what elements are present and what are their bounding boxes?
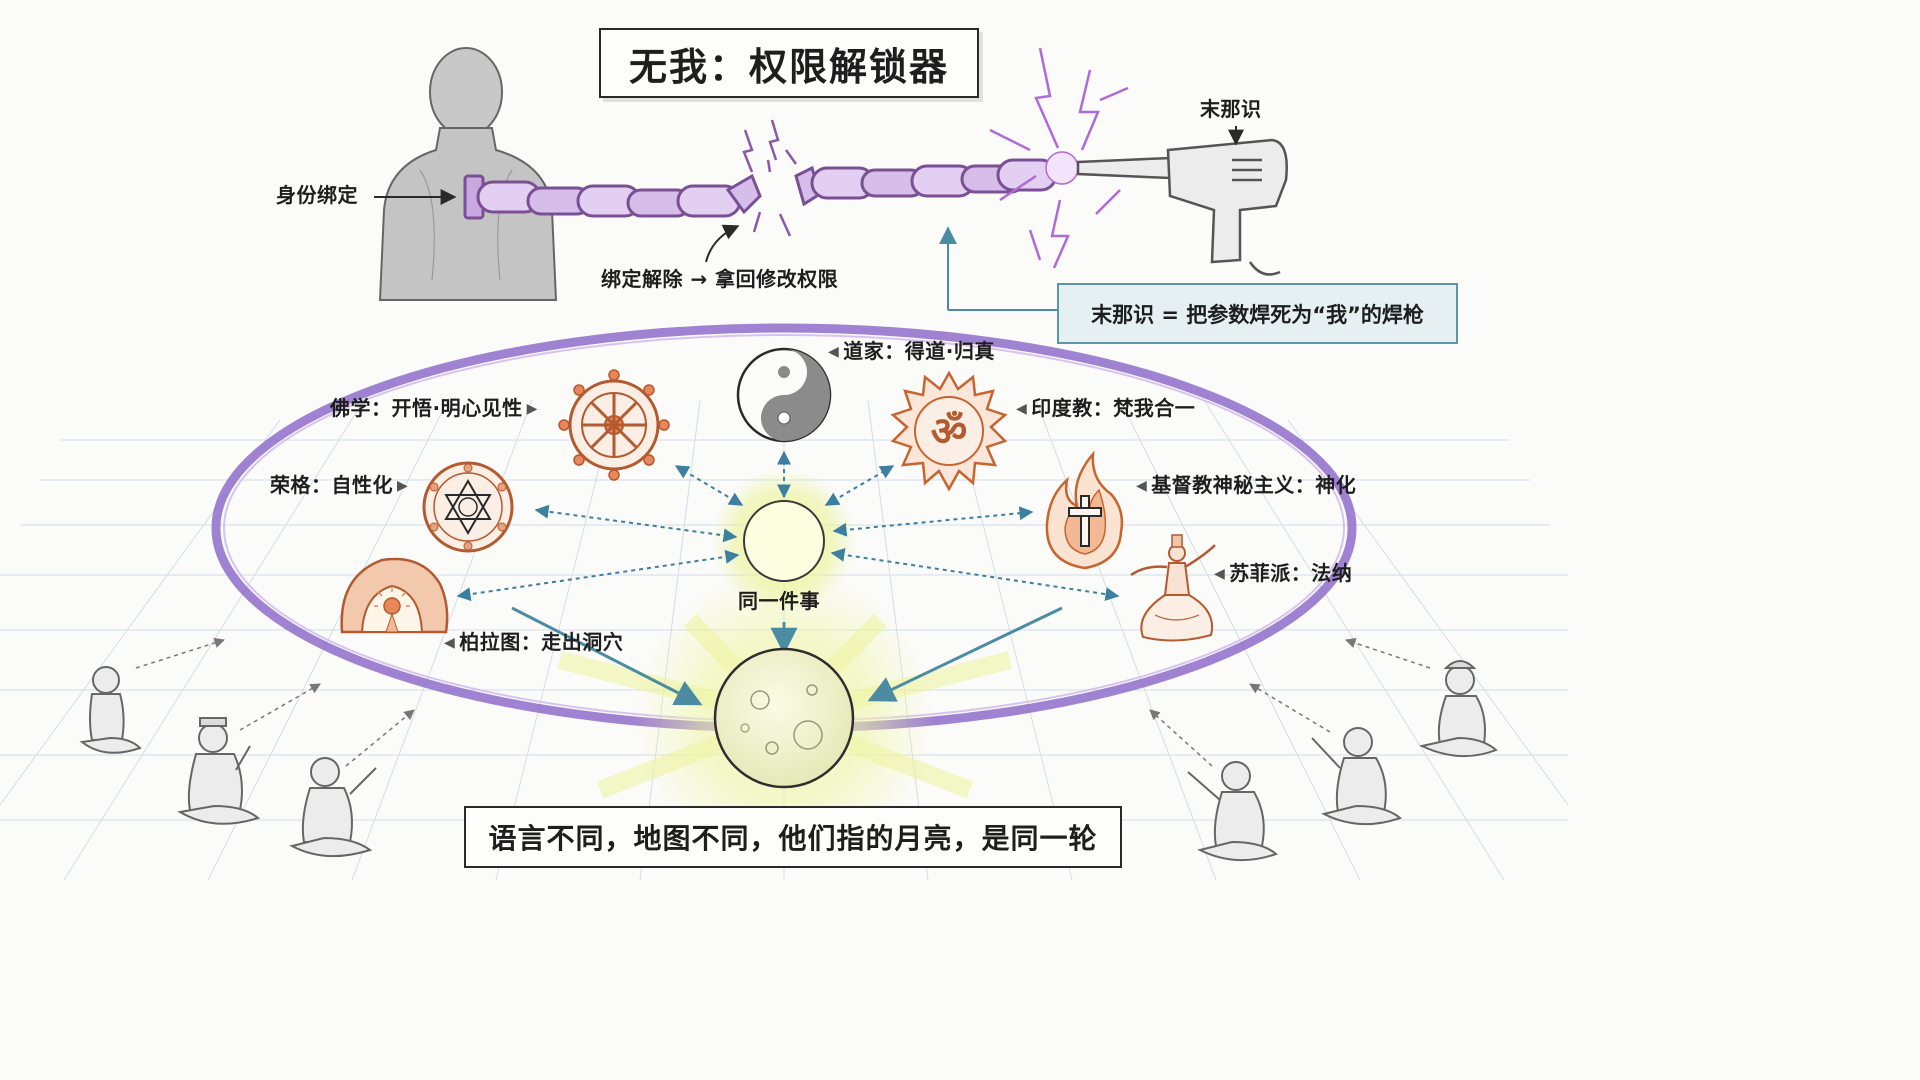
cave-icon [340,557,449,634]
label-jung: 荣格：自性化▶ [270,473,409,497]
label-buddhism-text: 佛学：开悟·明心见性 [330,396,523,420]
whirling-dervish-icon [1130,534,1216,642]
connection-arrows [456,450,1120,602]
person-silhouette-icon [378,47,558,301]
label-daoism: ◀道家：得道·归真 [828,339,995,363]
diagram-canvas: ॐ [0,47,1568,880]
electric-spark-icon [989,47,1129,269]
chain-icon [463,173,762,220]
label-hinduism-text: 印度教：梵我合一 [1031,396,1196,420]
bottom-caption: 语言不同，地图不同，他们指的月亮，是同一轮 [488,822,1098,855]
label-christian: ◀基督教神秘主义：神化 [1136,473,1357,497]
seated-sage-icon [79,660,1498,862]
yin-yang-icon [736,347,832,443]
label-jung-text: 荣格：自性化 [270,473,393,497]
manas-note: 末那识 = 把参数焊死为“我”的焊枪 [1057,283,1458,344]
label-daoism-text: 道家：得道·归真 [843,339,995,363]
break-spark-icon [742,119,798,237]
bottom-caption-box: 语言不同，地图不同，他们指的月亮，是同一轮 [464,806,1122,868]
release-label: 绑定解除 → 拿回修改权限 [601,267,839,291]
dharma-wheel-icon [558,369,670,481]
chain-icon [794,158,1058,207]
welding-gun-icon [1076,138,1288,276]
label-hinduism: ◀印度教：梵我合一 [1016,396,1196,420]
glowing-orb-icon [743,500,825,582]
label-plato-text: 柏拉图：走出洞穴 [459,630,624,654]
page-title: 无我：权限解锁器 [628,44,949,89]
center-label: 同一件事 [738,589,820,613]
manas-note-text: 末那识 = 把参数焊死为“我”的焊枪 [1091,302,1424,327]
title-box: 无我：权限解锁器 [599,28,979,98]
identity-label: 身份绑定 [276,183,358,207]
label-sufi: ◀苏菲派：法纳 [1214,561,1353,585]
star-of-david-mandala-icon [422,461,514,553]
flame-cross-icon [1045,450,1124,570]
label-buddhism: 佛学：开悟·明心见性▶ [330,396,538,420]
om-glyph: ॐ [931,409,967,455]
label-plato: ◀柏拉图：走出洞穴 [444,630,624,654]
gaze-arrows [135,637,1431,767]
label-christian-text: 基督教神秘主义：神化 [1151,473,1357,497]
gun-label: 末那识 [1200,97,1262,121]
om-sun-icon: ॐ [890,370,1008,492]
moon-icon [713,647,855,789]
label-sufi-text: 苏菲派：法纳 [1229,561,1353,585]
